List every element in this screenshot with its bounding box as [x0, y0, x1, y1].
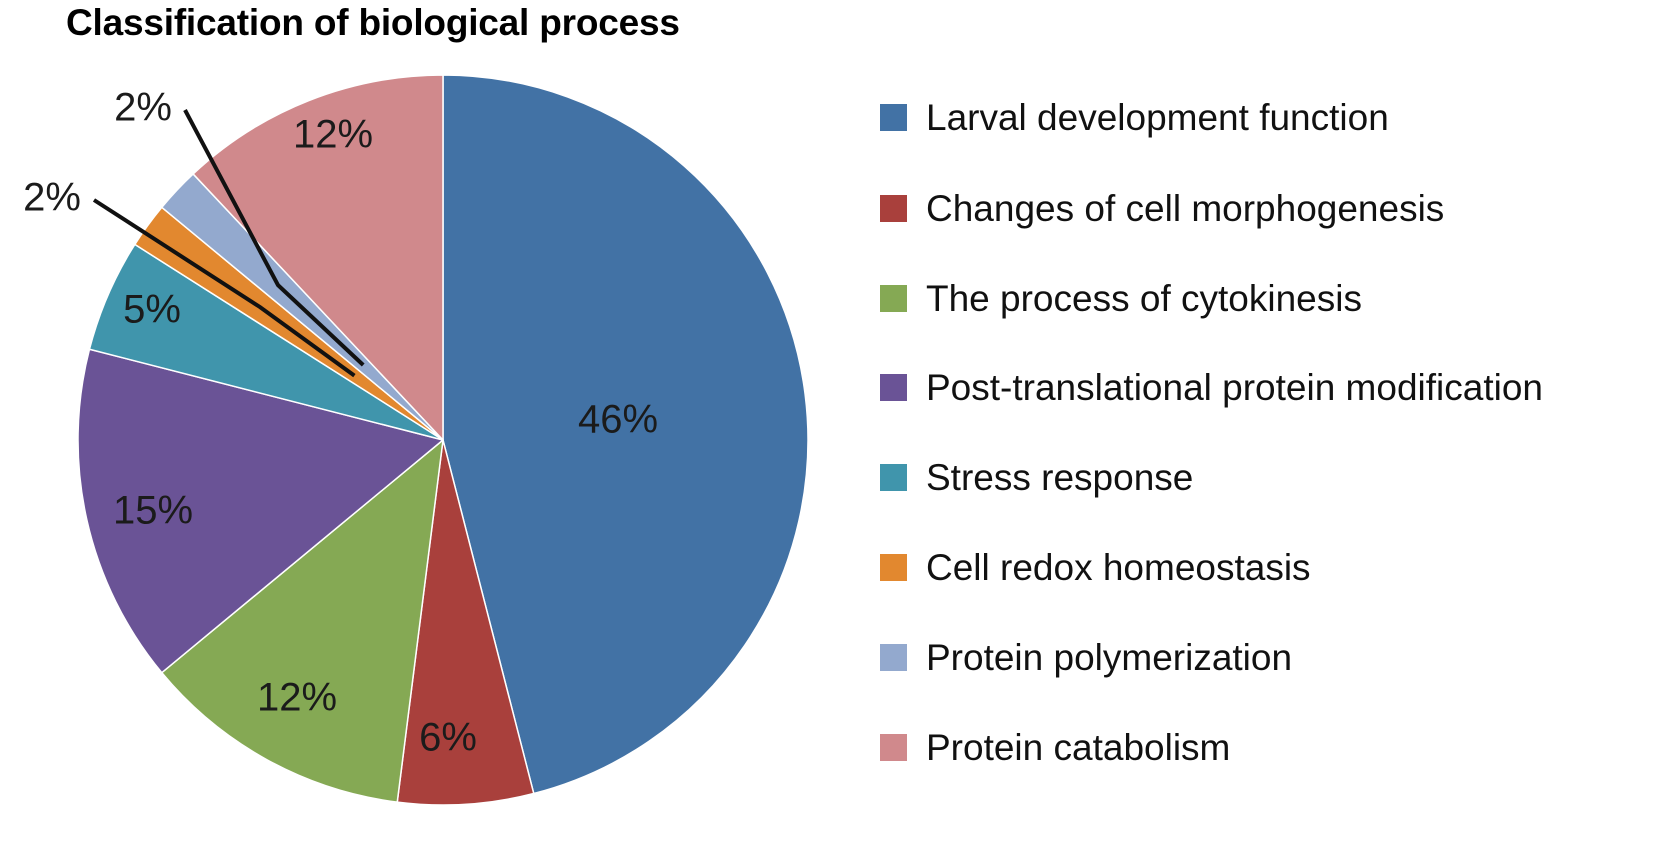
pie-slice-value-label: 12% — [257, 676, 337, 720]
pie-slice-value-label: 6% — [419, 716, 477, 760]
pie-slice-value-label: 12% — [293, 113, 373, 157]
legend-item-label: Cell redox homeostasis — [926, 546, 1311, 588]
legend-color-swatch-icon — [880, 463, 907, 491]
legend-item-label: Stress response — [926, 456, 1194, 498]
legend-item-label: Larval development function — [926, 96, 1389, 138]
legend-color-swatch-icon — [880, 553, 907, 581]
pie-slice-value-label: 46% — [578, 398, 658, 442]
legend-item[interactable]: Changes of cell morphogenesis — [880, 188, 1444, 228]
pie-slice[interactable] — [396, 439, 535, 806]
legend-item[interactable]: Post-translational protein modification — [880, 367, 1543, 407]
pie-slice[interactable] — [192, 74, 444, 441]
pie-slice[interactable] — [161, 439, 444, 803]
pie-chart-area: 46% 6% 12% 15% 5% 2% 2% 12% — [23, 74, 809, 806]
legend-item-label: The process of cytokinesis — [926, 277, 1362, 319]
pie-slice-value-label: 5% — [123, 288, 181, 332]
pie-slice-value-label: 2% — [114, 86, 172, 130]
legend-color-swatch-icon — [880, 733, 907, 761]
legend-item[interactable]: Protein catabolism — [880, 727, 1230, 767]
pie-slice[interactable] — [77, 348, 444, 674]
pie-slice-value-label: 15% — [113, 489, 193, 533]
pie-value-labels-group: 46% 6% 12% 15% 5% 2% 2% 12% — [23, 86, 658, 760]
pie-label-leader-line — [183, 109, 365, 367]
page-title: Classification of biological process — [66, 2, 680, 43]
pie-leader-lines-group — [92, 109, 365, 378]
legend-item-label: Protein catabolism — [926, 726, 1231, 768]
legend-color-swatch-icon — [880, 284, 907, 312]
legend-item-label: Changes of cell morphogenesis — [926, 187, 1445, 229]
legend-item[interactable]: The process of cytokinesis — [880, 278, 1362, 318]
pie-slice[interactable] — [442, 74, 809, 795]
pie-slice-value-label: 2% — [23, 176, 81, 220]
pie-slices-group — [77, 74, 809, 806]
legend-item[interactable]: Cell redox homeostasis — [880, 547, 1311, 587]
legend-color-swatch-icon — [880, 194, 907, 222]
legend-item[interactable]: Stress response — [880, 457, 1193, 497]
legend-color-swatch-icon — [880, 103, 907, 131]
legend-item-label: Protein polymerization — [926, 636, 1293, 678]
legend-color-swatch-icon — [880, 643, 907, 671]
pie-chart-svg: 46% 6% 12% 15% 5% 2% 2% 12% — [23, 74, 809, 806]
legend-color-swatch-icon — [880, 373, 907, 401]
legend-item[interactable]: Larval development function — [880, 97, 1389, 137]
legend-item[interactable]: Protein polymerization — [880, 637, 1292, 677]
pie-label-leader-line — [92, 198, 356, 378]
legend-item-label: Post-translational protein modification — [926, 366, 1543, 408]
